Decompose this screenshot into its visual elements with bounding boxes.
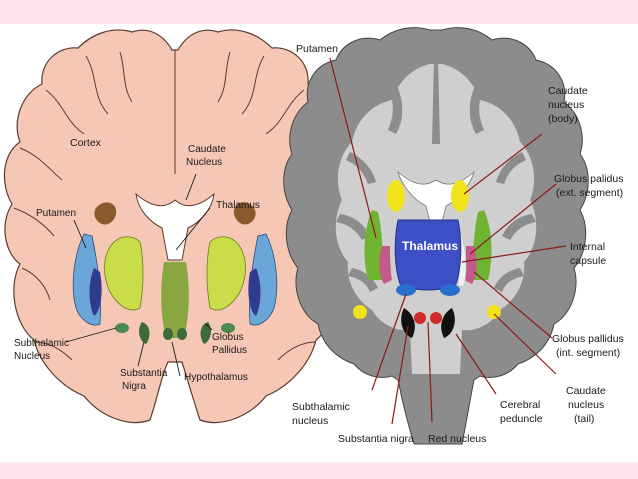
left-globus-left	[89, 268, 102, 316]
left-diagram: Cortex Caudate Nucleus Putamen Thalamus …	[3, 29, 347, 424]
left-thalamus-left	[104, 236, 144, 311]
left-leaders	[65, 173, 213, 377]
right-substantia-left	[401, 308, 415, 338]
right-red-nucleus-left	[414, 312, 426, 324]
left-label-putamen: Putamen	[36, 208, 76, 219]
left-subthalamic-right	[221, 323, 235, 333]
right-label-gp-int-2: (int. segment)	[556, 347, 620, 359]
right-label-caudate-tail-1: Caudate	[566, 385, 606, 397]
right-label-caudate-tail-2: nucleus	[568, 399, 604, 411]
right-label-subthalamic-2: nucleus	[292, 415, 328, 427]
left-label-caudate-1: Caudate	[188, 144, 226, 155]
left-nigra-right	[200, 322, 211, 344]
right-label-caudate-2: nucleus	[548, 99, 584, 111]
right-label-gp-ext-1: Globus palidus	[554, 173, 623, 185]
bottom-band	[0, 462, 638, 479]
left-label-subthalamic-2: Nucleus	[14, 351, 50, 362]
left-label-substantia-1: Substantia	[120, 368, 168, 379]
right-label-subthalamic-1: Subthalamic	[292, 401, 350, 413]
right-label-gp-int-1: Globus pallidus	[552, 333, 624, 345]
left-subthalamic-left	[115, 323, 129, 333]
left-label-globus-2: Pallidus	[212, 345, 247, 356]
right-label-internal-1: Internal	[570, 241, 605, 253]
right-subthalamic-left	[396, 284, 416, 296]
right-substantia-right	[441, 308, 455, 338]
left-caudate-left	[94, 202, 117, 225]
right-caudate-tail-right	[487, 305, 501, 319]
right-label-red: Red nucleus	[428, 433, 486, 445]
left-mammillary	[163, 328, 173, 340]
left-label-subthalamic-1: Subthalamic	[14, 338, 69, 349]
right-label-putamen: Putamen	[296, 43, 338, 55]
right-gp-left	[379, 246, 392, 284]
right-subthalamic-right	[440, 284, 460, 296]
left-label-caudate-2: Nucleus	[186, 157, 222, 168]
left-label-globus-1: Globus	[212, 332, 244, 343]
left-label-substantia-2: Nigra	[122, 381, 146, 392]
left-label-cortex: Cortex	[70, 137, 102, 149]
left-globus-right	[248, 268, 261, 316]
right-caudate-right	[451, 180, 469, 212]
left-label-thalamus: Thalamus	[216, 200, 260, 211]
right-label-internal-2: capsule	[570, 255, 606, 267]
right-caudate-tail-left	[353, 305, 367, 319]
left-label-hypothalamus: Hypothalamus	[184, 372, 248, 383]
right-label-caudate-3: (body)	[548, 113, 578, 125]
right-caudate-left	[387, 180, 405, 212]
right-putamen-right	[473, 210, 492, 280]
right-thalamus	[394, 219, 462, 291]
right-label-gp-ext-2: (ext. segment)	[556, 187, 623, 199]
top-band	[0, 0, 638, 24]
right-label-caudate-1: Caudate	[548, 85, 588, 97]
right-gyri	[336, 60, 536, 292]
right-label-substantia: Substantia nigra	[338, 433, 414, 445]
left-ventricles	[135, 192, 215, 261]
right-putamen-left	[364, 210, 383, 280]
right-leaders	[329, 57, 567, 425]
right-diagram: Putamen Caudate nucleus (body) Globus pa…	[283, 27, 624, 445]
left-hypothalamus	[161, 262, 189, 338]
right-label-cerebral-2: peduncle	[500, 413, 543, 425]
basal-ganglia-figure: Cortex Caudate Nucleus Putamen Thalamus …	[3, 27, 624, 445]
right-red-nucleus-right	[430, 312, 442, 324]
left-nigra-left	[139, 322, 150, 344]
right-label-thalamus: Thalamus	[402, 239, 458, 253]
left-caudate-right	[233, 202, 256, 225]
right-gp-right	[464, 246, 477, 284]
left-mammillary-2	[177, 328, 187, 340]
right-label-caudate-tail-3: (tail)	[574, 413, 594, 425]
right-label-cerebral-1: Cerebral	[500, 399, 540, 411]
left-thalamus-right	[206, 236, 246, 311]
